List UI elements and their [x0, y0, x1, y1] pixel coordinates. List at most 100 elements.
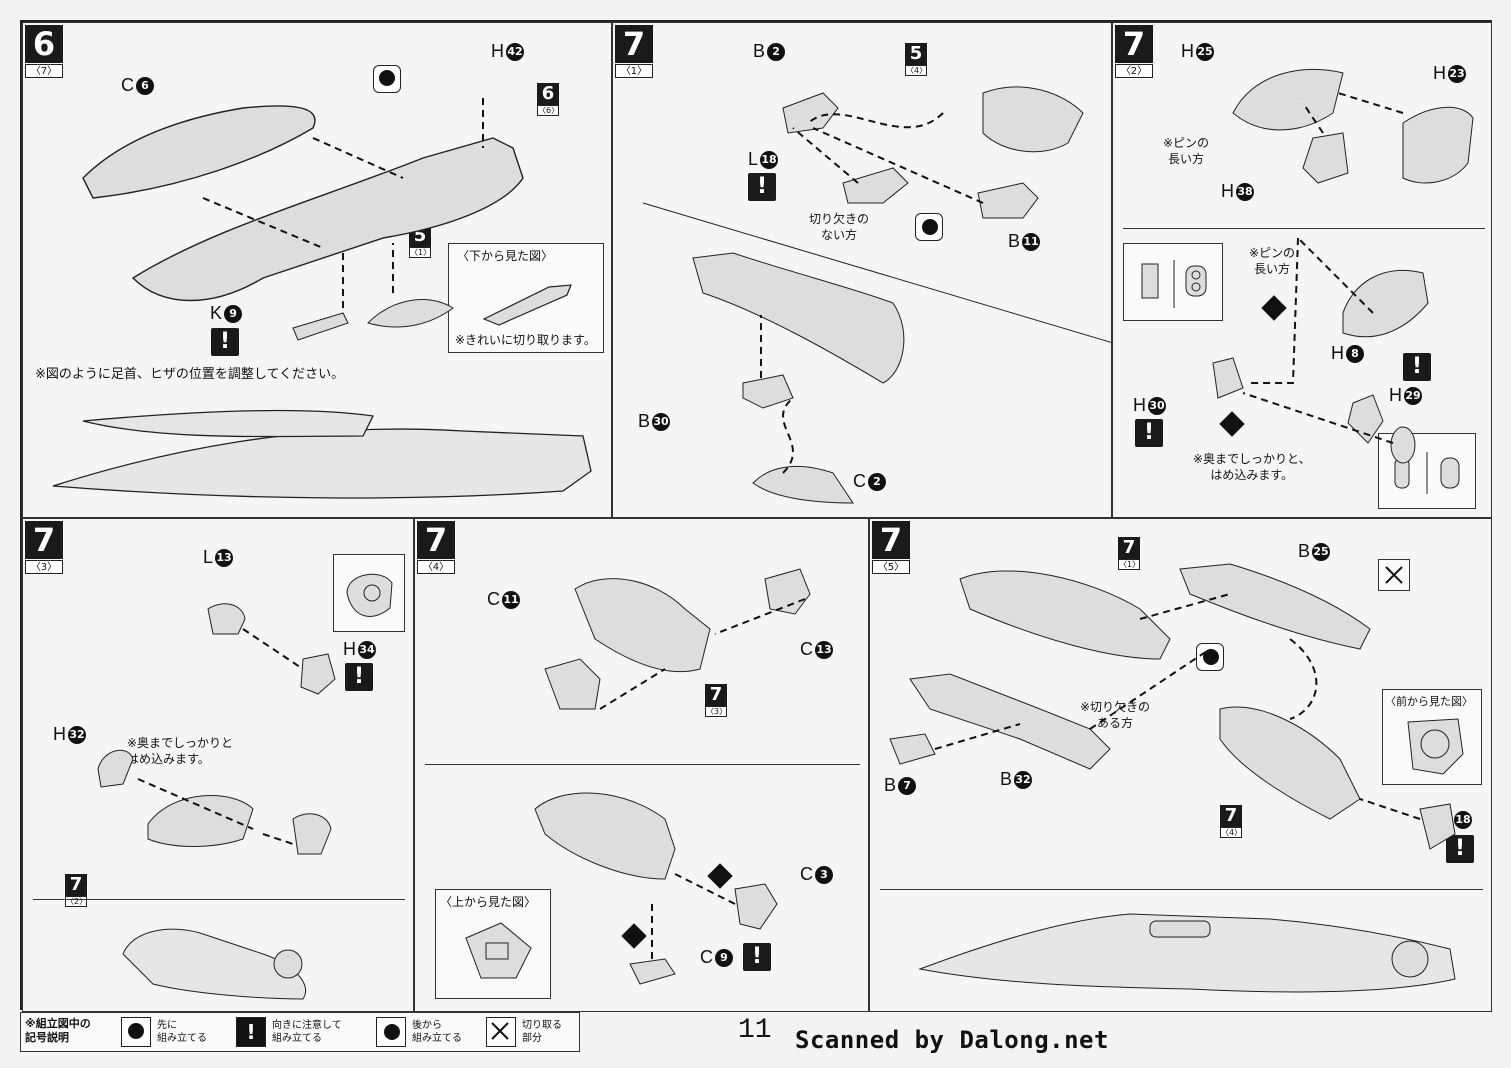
detail-inset	[333, 554, 405, 632]
ref-number: 7	[1220, 805, 1242, 827]
part-number: 38	[1236, 183, 1254, 201]
part-letter: K	[210, 303, 223, 323]
caution-icon: !	[211, 328, 239, 356]
cut-part-icon	[486, 1017, 516, 1047]
legend-text: 後から 組み立てる	[412, 1020, 462, 1044]
part-number: 3	[815, 866, 833, 884]
part-letter: H	[1221, 181, 1234, 201]
step-number: 6	[25, 25, 63, 63]
inset-title: 〈上から見た図〉	[440, 895, 537, 909]
assemble-first-icon	[121, 1017, 151, 1047]
part-number: 13	[815, 641, 833, 659]
ref-step-5-4: 5〈4〉	[905, 43, 927, 76]
assembled-leg-sketch	[918, 913, 1456, 993]
step-sub: 〈2〉	[1115, 64, 1153, 78]
ankle-parts-sketch	[97, 603, 336, 855]
step-number: 7	[615, 25, 653, 63]
view-from-above-inset: 〈上から見た図〉	[435, 889, 551, 999]
pin-detail-inset	[1123, 243, 1223, 321]
part-number: 34	[358, 641, 376, 659]
part-number: 18	[1454, 811, 1473, 829]
caution-icon: !	[1446, 835, 1474, 863]
part-letter: B	[884, 775, 897, 795]
cut-part-inset	[1378, 559, 1410, 591]
divider	[33, 899, 405, 900]
caution-icon: !	[748, 173, 776, 201]
view-from-front-inset: 〈前から見た図〉	[1382, 689, 1482, 785]
part-letter: B	[1008, 231, 1021, 251]
part-letter: H	[1331, 343, 1344, 363]
push-firmly-note: ※奥までしっかりと、 はめ込みます。	[1193, 452, 1311, 482]
side-view-sketch	[52, 409, 592, 499]
symbol-legend: ※組立図中の 記号説明 先に 組み立てる ! 向きに注意して 組み立てる 後から…	[20, 1012, 580, 1052]
ref-sub: 〈2〉	[65, 896, 88, 907]
part-letter: B	[753, 41, 766, 61]
push-firmly-note: ※奥までしっかりと はめ込みます。	[127, 736, 234, 766]
part-letter: B	[1298, 541, 1311, 561]
ref-sub: 〈3〉	[705, 706, 728, 717]
inset-title: 〈下から見た図〉	[457, 249, 554, 263]
part-letter: C	[800, 864, 813, 884]
step-sub: 〈4〉	[417, 560, 455, 574]
part-sketch	[482, 284, 572, 326]
foot-assembly-sketch	[889, 563, 1456, 850]
legend-text: 先に 組み立てる	[157, 1020, 207, 1044]
no-notch-note: 切り欠きの ない方	[809, 212, 870, 242]
assemble-first-icon	[373, 65, 401, 93]
step-sub: 〈1〉	[615, 64, 653, 78]
part-number: 11	[1022, 233, 1041, 251]
ref-sub: 〈1〉	[409, 247, 432, 258]
shin-parts-sketch	[534, 568, 811, 985]
ref-number: 7	[1118, 537, 1140, 559]
ref-step-6-6: 6〈6〉	[537, 83, 559, 116]
step-sub: 〈7〉	[25, 64, 63, 78]
ref-sub: 〈4〉	[905, 65, 928, 76]
cut-part-icon	[1385, 566, 1403, 584]
part-number: 9	[715, 949, 733, 967]
part-number: 30	[1148, 397, 1166, 415]
part-letter: C	[700, 947, 713, 967]
ref-number: 7	[705, 684, 727, 706]
inset-note: ※きれいに切り取ります。	[455, 333, 596, 347]
part-sketch	[346, 573, 393, 617]
divider	[1123, 228, 1485, 229]
legend-text: 切り取る 部分	[522, 1020, 562, 1044]
part-number: 11	[502, 591, 520, 609]
step-7-5-panel: 7 〈5〉 7〈1〉 B25 B7 B32 B18 ! 7〈4〉 ※切り欠きの …	[869, 518, 1492, 1012]
divider	[425, 764, 860, 765]
ref-step-7-2: 7〈2〉	[65, 874, 87, 907]
ref-sub: 〈4〉	[1220, 827, 1243, 838]
ref-number: 7	[65, 874, 87, 896]
ref-step-7-3: 7〈3〉	[705, 684, 727, 717]
part-letter: L	[748, 149, 759, 169]
leg-parts-sketch	[642, 86, 1111, 504]
divider	[880, 889, 1483, 890]
assemble-later-icon	[1196, 643, 1224, 671]
caution-direction-icon: !	[236, 1017, 266, 1047]
part-number: 25	[1196, 43, 1214, 61]
part-number: 32	[1014, 771, 1033, 789]
part-sketch	[1407, 718, 1464, 775]
part-number: 9	[224, 305, 243, 323]
